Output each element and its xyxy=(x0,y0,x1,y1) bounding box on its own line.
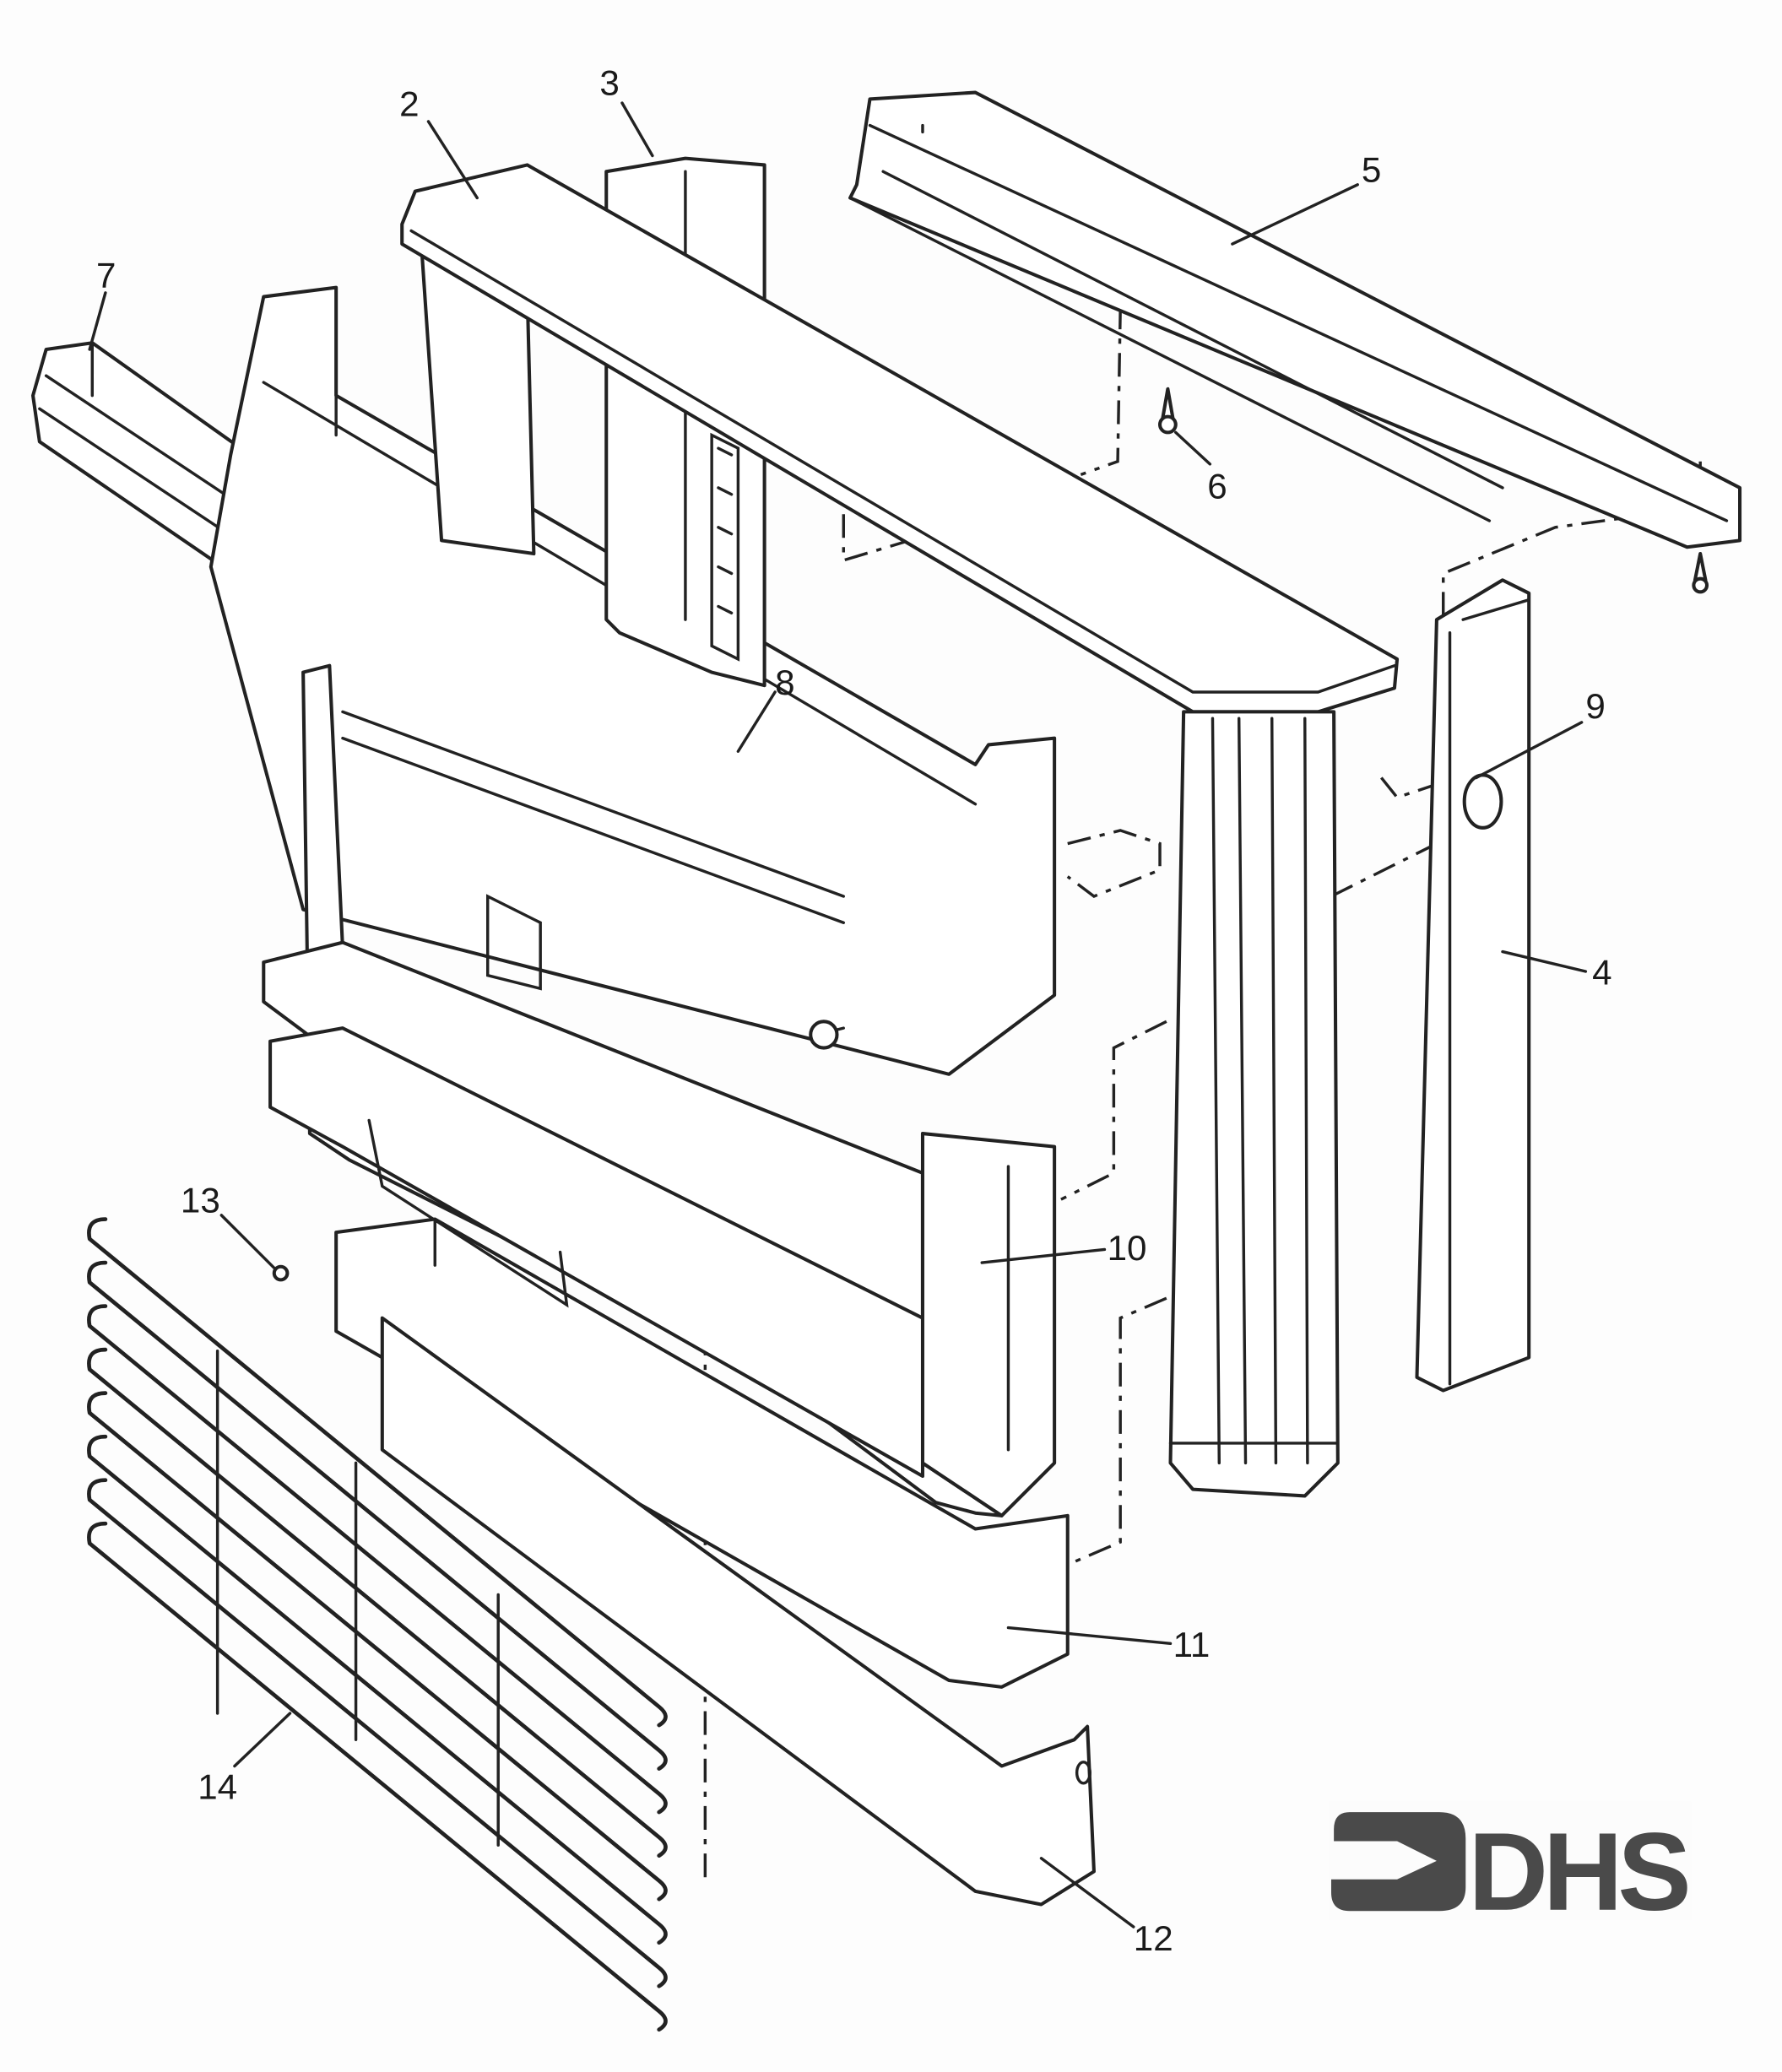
part-9-hole xyxy=(1462,773,1503,830)
part-6-screw xyxy=(1157,387,1709,594)
dhs-logo: DHS xyxy=(1328,1801,1693,1934)
callout-5: 5 xyxy=(1362,150,1381,190)
part-10-side-panel xyxy=(262,940,1057,1517)
part-12-lower-tray xyxy=(380,1316,1096,1907)
callout-labels: 2 3 5 6 7 8 9 4 10 11 12 13 14 xyxy=(96,63,1612,1958)
callout-11: 11 xyxy=(1173,1625,1211,1664)
callout-13: 13 xyxy=(181,1181,220,1220)
callout-2: 2 xyxy=(399,84,419,124)
part-5-top-rail xyxy=(848,90,1742,549)
grill-bar xyxy=(87,1434,668,1945)
callout-4: 4 xyxy=(1592,953,1611,993)
callout-leaders xyxy=(88,101,1588,1929)
part-13-screw xyxy=(272,1264,290,1282)
callout-10: 10 xyxy=(1108,1228,1147,1268)
part-14-grill xyxy=(87,1217,668,2032)
grill-bar xyxy=(87,1260,668,1771)
callout-9: 9 xyxy=(1585,686,1605,726)
callout-12: 12 xyxy=(1134,1918,1173,1958)
grill-bar xyxy=(87,1304,668,1815)
callout-7: 7 xyxy=(96,256,116,295)
part-8-back-panel xyxy=(209,285,1057,1076)
callout-8: 8 xyxy=(775,663,794,702)
callout-3: 3 xyxy=(599,63,619,103)
part-4-side-bar xyxy=(1415,578,1531,1393)
grill-bar xyxy=(87,1217,668,1728)
callout-6: 6 xyxy=(1207,466,1227,506)
callout-14: 14 xyxy=(198,1767,237,1807)
grill-bar xyxy=(87,1391,668,1902)
grill-bar xyxy=(87,1347,668,1858)
logo-text: DHS xyxy=(1468,1810,1687,1934)
part-2-top-and-column xyxy=(400,163,1400,1498)
grill-bar xyxy=(87,1478,668,1988)
grill-bar xyxy=(87,1521,668,2032)
